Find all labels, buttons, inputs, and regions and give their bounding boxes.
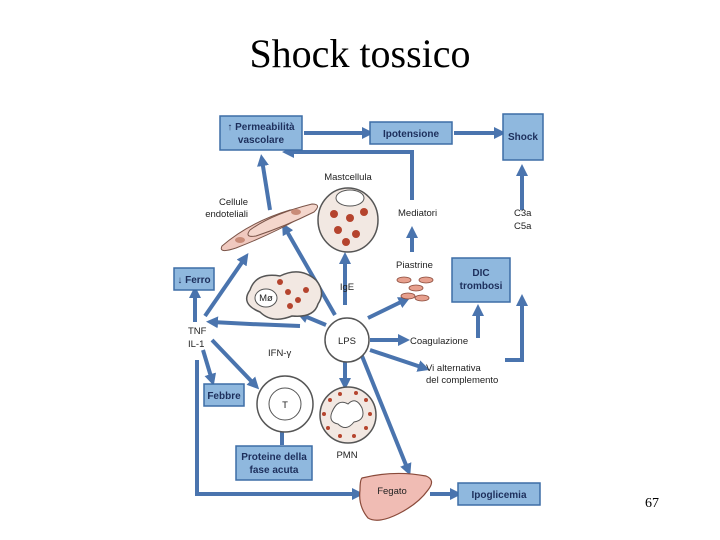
label-ige: IgE (340, 282, 354, 293)
macrophage-icon (245, 271, 323, 320)
lps-icon (324, 317, 370, 363)
box-ferro: ↓ Ferro (173, 267, 215, 291)
label-lps: LPS (338, 336, 356, 347)
box-permeabilita-line1: ↑ Permeabilità (227, 122, 295, 133)
mast-cell-icon (317, 187, 379, 253)
label-vie-line1: Vi alternativa (426, 363, 481, 374)
label-tnf: TNF (188, 326, 207, 337)
label-ifn: IFN-γ (268, 348, 291, 359)
label-cellule-line1: Cellule (219, 197, 248, 208)
label-mediatori: Mediatori (398, 208, 437, 219)
page-number: 67 (645, 496, 659, 511)
box-febbre: Febbre (203, 383, 245, 407)
box-shock: Shock (502, 113, 544, 161)
box-shock-label: Shock (508, 132, 538, 143)
label-t-cell: T (282, 400, 288, 411)
endothelial-cells-icon (220, 203, 318, 252)
box-dic-line1: DIC (472, 268, 489, 279)
slide-title: Shock tossico (249, 31, 471, 76)
label-c5a: C5a (514, 221, 532, 232)
label-fegato: Fegato (377, 486, 407, 497)
box-febbre-label: Febbre (207, 391, 241, 402)
label-vie-line2: del complemento (426, 375, 498, 386)
t-cell-icon (256, 375, 314, 433)
diagram-frame (160, 100, 564, 540)
box-dic: DIC trombosi (451, 257, 511, 303)
box-proteine-line1: Proteine della (241, 452, 307, 463)
box-ferro-label: ↓ Ferro (177, 275, 210, 286)
labels: Cellule endoteliali Mastcellula Mediator… (188, 172, 532, 497)
label-pmn: PMN (336, 450, 357, 461)
box-ipoglicemia-label: Ipoglicemia (471, 490, 526, 501)
label-macrophage: Mø (259, 293, 273, 304)
box-proteine-line2: fase acuta (250, 465, 299, 476)
label-piastrine: Piastrine (396, 260, 433, 271)
label-il1: IL-1 (188, 339, 204, 350)
arrows (189, 127, 528, 500)
label-cellule-line2: endoteliali (205, 209, 248, 220)
label-c3a: C3a (514, 208, 532, 219)
box-ipoglicemia: Ipoglicemia (457, 482, 541, 506)
box-ipotensione: Ipotensione (369, 121, 453, 145)
box-proteine: Proteine della fase acuta (235, 445, 313, 481)
label-mastcellula: Mastcellula (324, 172, 372, 183)
box-permeabilita: ↑ Permeabilità vascolare (219, 115, 303, 151)
label-coagulazione: Coagulazione (410, 336, 468, 347)
box-permeabilita-line2: vascolare (238, 135, 285, 146)
pmn-icon (319, 386, 377, 444)
liver-icon (359, 472, 433, 521)
platelets-icon (396, 276, 434, 302)
box-dic-line2: trombosi (460, 281, 503, 292)
box-ipotensione-label: Ipotensione (383, 129, 440, 140)
